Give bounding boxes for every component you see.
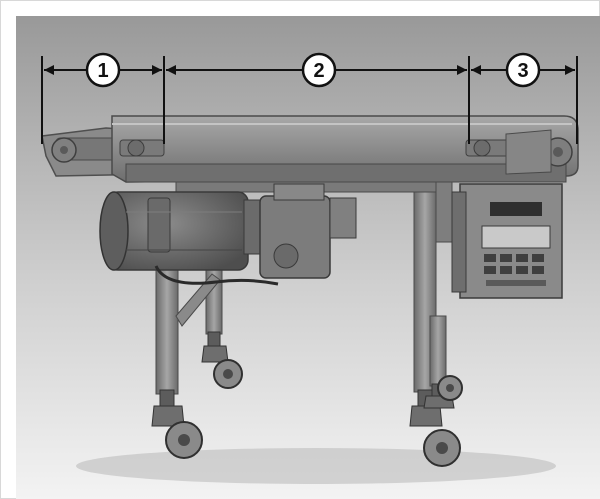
- weigh-controller: [451, 183, 563, 299]
- power-cable: [154, 265, 279, 286]
- floor-shadow: [76, 448, 556, 484]
- caster-front-right: [409, 389, 461, 467]
- zone-callout-2: 2: [301, 52, 337, 88]
- zone-number-1: 1: [97, 60, 108, 82]
- gearbox: [259, 183, 357, 279]
- zone-number-2: 2: [313, 60, 324, 82]
- conveyor-frame: [41, 115, 579, 183]
- caster-rear-right: [423, 375, 463, 409]
- zone-callout-3: 3: [505, 52, 541, 88]
- zone-callout-1: 1: [85, 52, 121, 88]
- conveyor-illustration: 1 2 3: [16, 16, 600, 499]
- dimension-arrowheads: [44, 65, 575, 75]
- caster-rear-left: [201, 331, 243, 389]
- caster-front-left: [151, 389, 203, 459]
- zone-number-3: 3: [517, 60, 528, 82]
- drive-motor: [99, 191, 261, 271]
